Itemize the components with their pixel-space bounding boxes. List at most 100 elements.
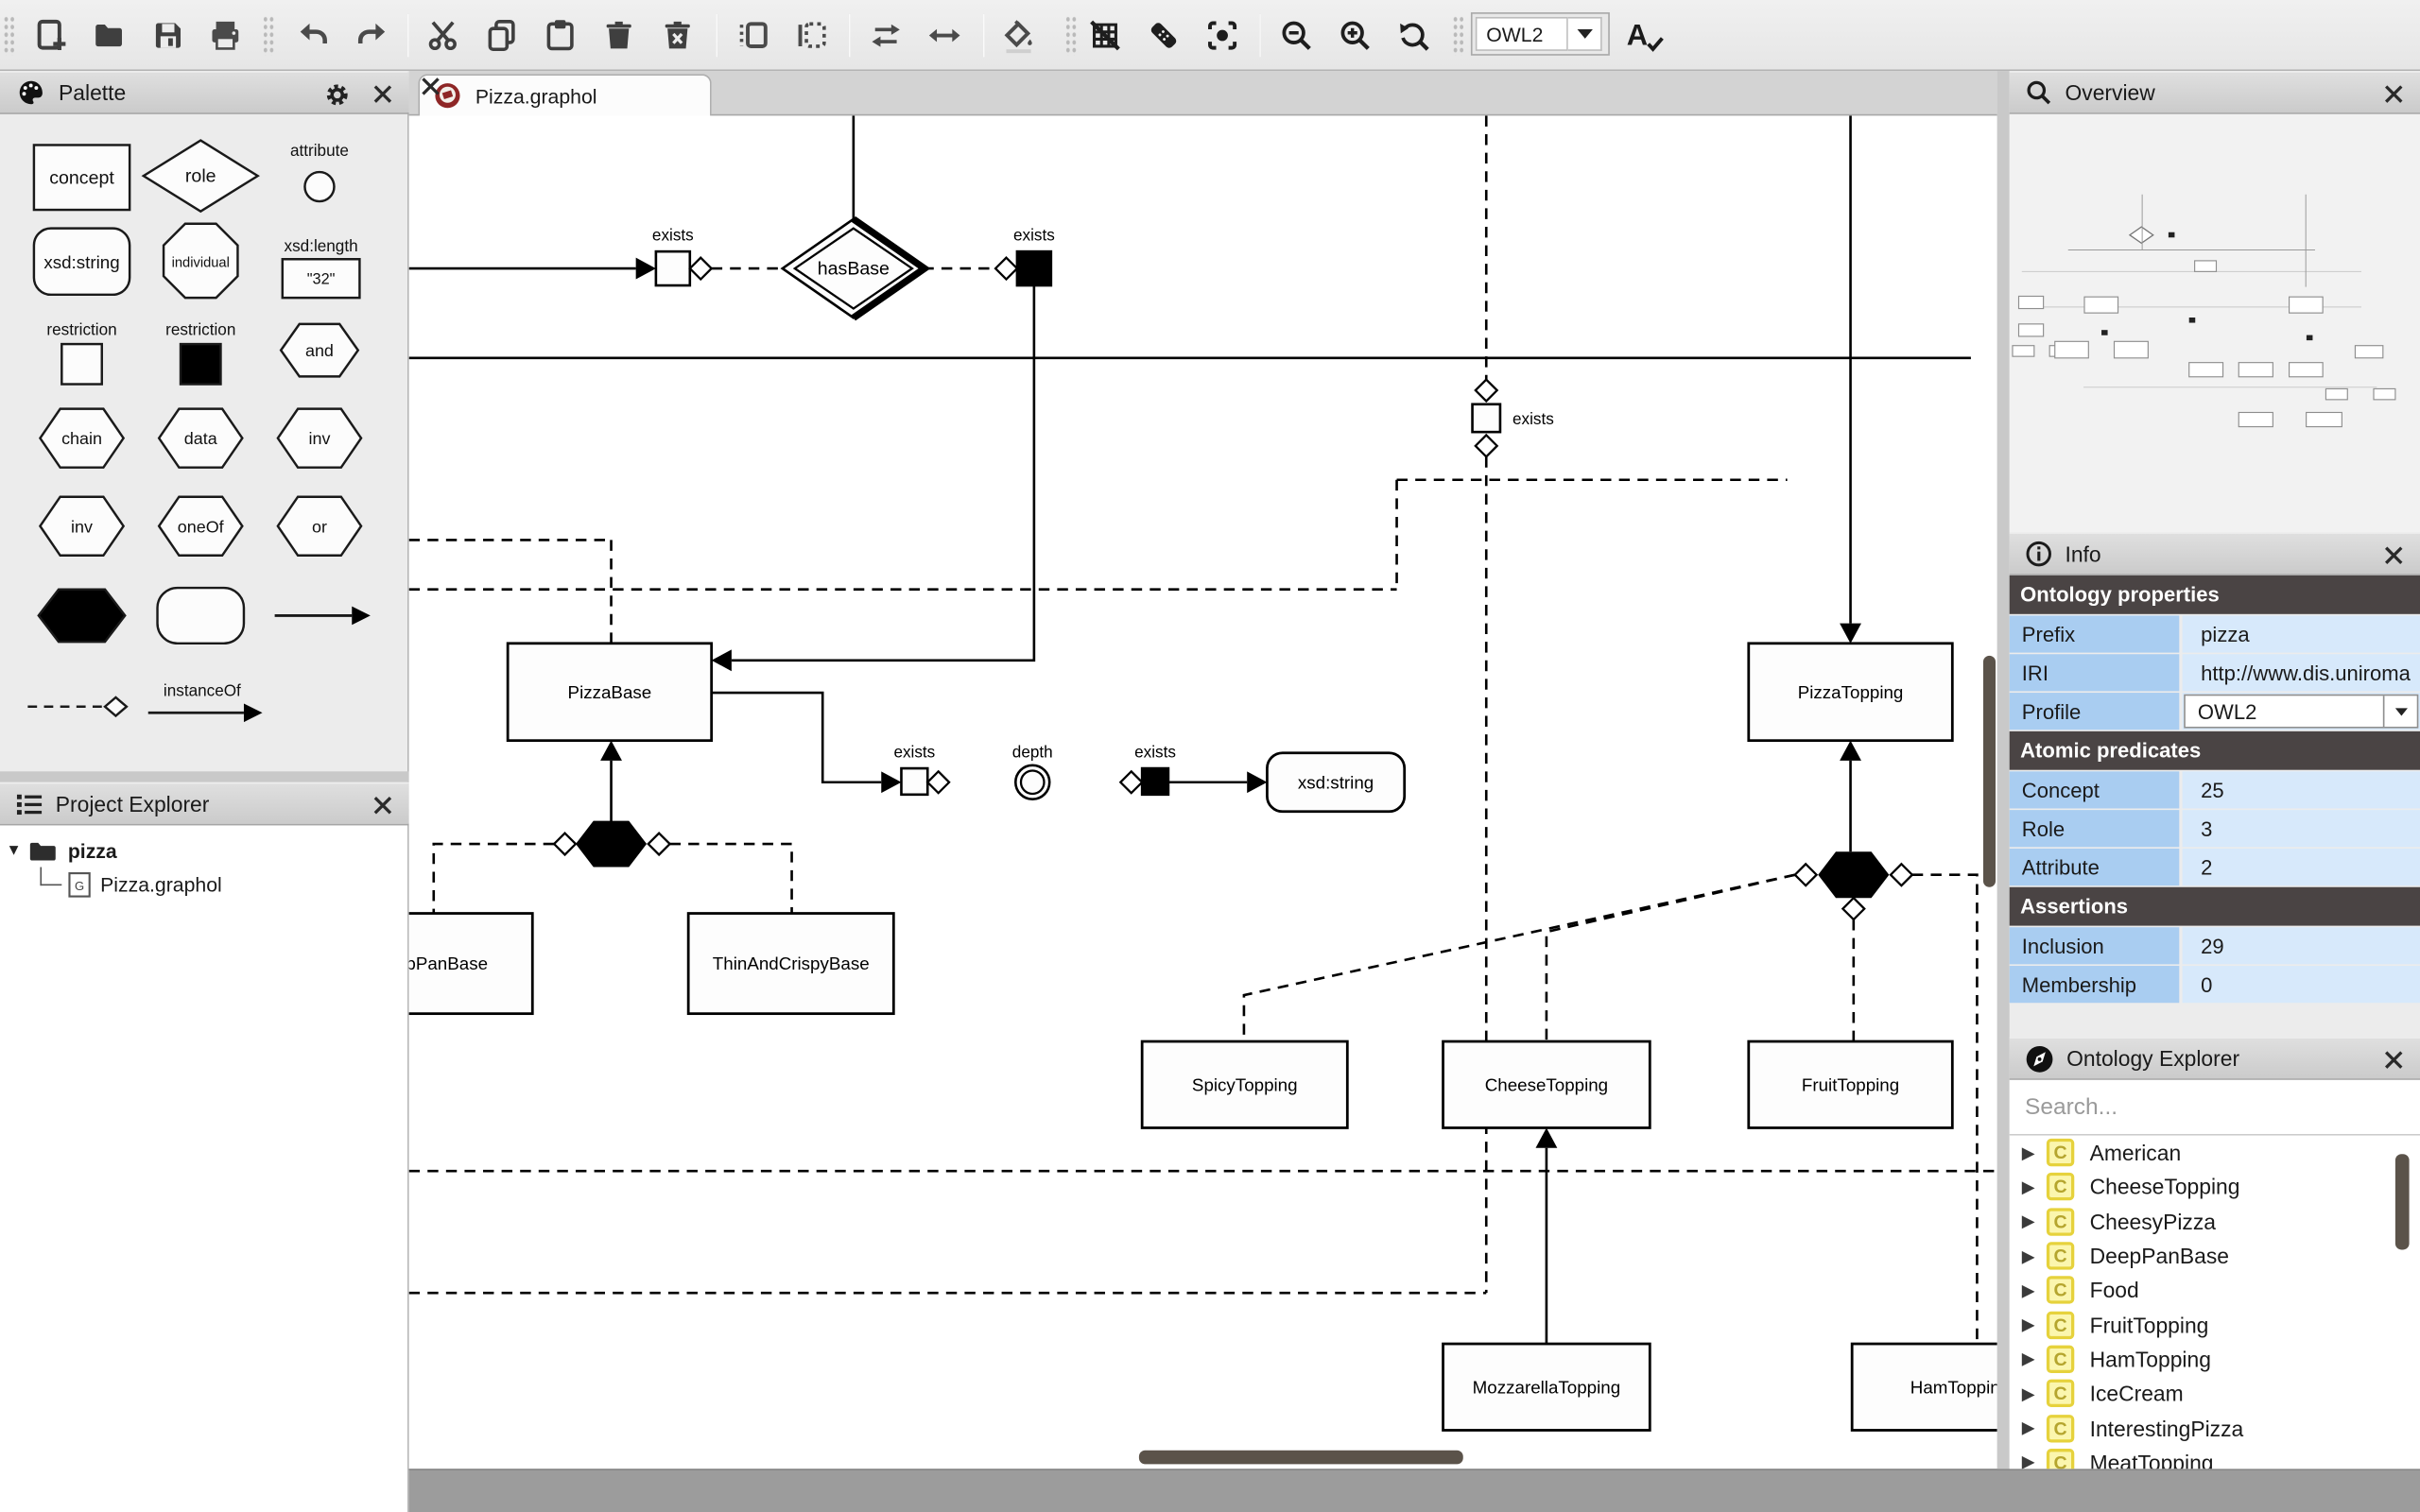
toolbar-grip[interactable] (262, 15, 275, 56)
node-d9[interactable] (1793, 862, 1819, 887)
cut-icon[interactable] (420, 12, 466, 59)
panel-splitter[interactable] (0, 771, 409, 782)
tree-expand-icon[interactable]: ▼ (6, 841, 22, 859)
profile-select-dropdown-button[interactable] (1567, 16, 1602, 51)
zoom-in-icon[interactable] (1332, 12, 1378, 59)
palette-inv2[interactable] (38, 495, 126, 557)
node-CheeseTopping[interactable] (1442, 1040, 1651, 1129)
expand-arrow-icon[interactable]: ▶ (2021, 1350, 2035, 1369)
palette-chain[interactable] (38, 407, 126, 469)
node-DeepPanBase[interactable] (408, 912, 534, 1016)
palette-inv[interactable] (276, 407, 363, 469)
diagram-edges[interactable] (408, 115, 1997, 1345)
overview-close-icon[interactable] (2383, 83, 2405, 105)
node-d3[interactable] (1474, 378, 1499, 404)
palette-close-icon[interactable] (372, 83, 393, 105)
palette-range-restriction[interactable] (179, 342, 222, 386)
node-exists3[interactable] (1471, 403, 1502, 434)
save-icon[interactable] (145, 12, 191, 59)
fill-color-icon[interactable] (995, 12, 1042, 59)
palette-individual[interactable] (162, 222, 239, 300)
swap-horizontal-icon[interactable] (922, 12, 968, 59)
palette-or[interactable] (276, 495, 363, 557)
toolbar-grip[interactable] (1064, 15, 1078, 56)
node-xsdstring[interactable] (1266, 751, 1407, 814)
node-exists5[interactable] (1140, 766, 1170, 797)
tree-item-project[interactable]: ▼ pizza (7, 834, 117, 866)
node-not1[interactable] (575, 820, 648, 868)
zoom-fit-icon[interactable] (1391, 12, 1437, 59)
delete-icon[interactable] (596, 12, 642, 59)
node-PizzaBase[interactable] (506, 642, 714, 743)
zoom-out-icon[interactable] (1273, 12, 1320, 59)
diagram-canvas[interactable]: PizzaBasePizzaToppingDeepPanBaseThinAndC… (408, 115, 1997, 1469)
tab-close-icon[interactable] (673, 85, 695, 107)
bring-to-front-icon[interactable] (730, 12, 776, 59)
node-d1[interactable] (688, 256, 714, 282)
ontology-explorer-close-icon[interactable] (2383, 1049, 2405, 1071)
toolbar-grip[interactable] (3, 15, 16, 56)
tab-pizza-graphol[interactable]: Pizza.graphol (418, 74, 712, 116)
new-diagram-icon[interactable] (27, 12, 74, 59)
undo-icon[interactable] (290, 12, 337, 59)
toggle-grid-icon[interactable] (1081, 12, 1128, 59)
node-d4[interactable] (1474, 433, 1499, 458)
palette-role[interactable] (141, 139, 260, 214)
expand-arrow-icon[interactable]: ▶ (2021, 1453, 2035, 1469)
canvas-horizontal-scrollbar[interactable] (1138, 1450, 1463, 1465)
expand-arrow-icon[interactable]: ▶ (2021, 1419, 2035, 1438)
iri-value[interactable]: http://www.dis.uniroma (2182, 654, 2420, 692)
node-not2[interactable] (1818, 851, 1890, 899)
palette-complement-hexagon[interactable] (37, 588, 127, 644)
ontology-list-scrollbar[interactable] (2394, 1154, 2410, 1250)
node-d10[interactable] (1889, 862, 1914, 887)
ontology-search-input[interactable] (2009, 1079, 2420, 1134)
palette-settings-gear-icon[interactable] (324, 82, 351, 113)
node-SpicyTopping[interactable] (1140, 1040, 1349, 1129)
node-d7[interactable] (925, 769, 951, 795)
profile-dropdown[interactable]: OWL2 (2184, 694, 2419, 729)
palette-data[interactable] (157, 407, 244, 469)
panel-splitter[interactable] (1996, 71, 2010, 1469)
send-to-back-icon[interactable] (788, 12, 835, 59)
palette-and[interactable] (279, 322, 360, 378)
snap-to-grid-icon[interactable] (1141, 12, 1187, 59)
node-exists2[interactable] (1015, 249, 1053, 287)
ontology-search[interactable] (2009, 1079, 2420, 1136)
copy-icon[interactable] (478, 12, 525, 59)
project-explorer-close-icon[interactable] (372, 795, 393, 816)
node-exists4[interactable] (900, 766, 929, 797)
expand-arrow-icon[interactable]: ▶ (2021, 1315, 2035, 1335)
swap-edge-icon[interactable] (863, 12, 909, 59)
toolbar-grip[interactable] (1452, 15, 1465, 56)
prefix-value[interactable]: pizza (2182, 615, 2420, 653)
palette-facet[interactable] (281, 258, 361, 300)
open-icon[interactable] (86, 12, 132, 59)
purge-icon[interactable] (654, 12, 700, 59)
expand-arrow-icon[interactable]: ▶ (2021, 1281, 2035, 1301)
diagram-nodes[interactable]: PizzaBasePizzaToppingDeepPanBaseThinAndC… (408, 215, 1997, 1432)
expand-arrow-icon[interactable]: ▶ (2021, 1384, 2035, 1404)
tree-item-file[interactable]: G Pizza.graphol (40, 867, 222, 900)
node-HamTopping[interactable] (1850, 1342, 1997, 1432)
node-d6[interactable] (647, 832, 672, 857)
node-FruitTopping[interactable] (1747, 1040, 1954, 1129)
node-MozzarellaTopping[interactable] (1442, 1342, 1651, 1432)
expand-arrow-icon[interactable]: ▶ (2021, 1143, 2035, 1163)
chevron-down-icon[interactable] (2382, 696, 2417, 727)
center-diagram-icon[interactable] (1200, 12, 1246, 59)
node-d8[interactable] (1118, 769, 1144, 795)
profile-select[interactable]: OWL2 (1470, 12, 1610, 56)
palette-items[interactable]: concept role attribute xsd:string indivi… (0, 114, 407, 772)
print-icon[interactable] (202, 12, 249, 59)
palette-rounded-node[interactable] (156, 586, 246, 645)
